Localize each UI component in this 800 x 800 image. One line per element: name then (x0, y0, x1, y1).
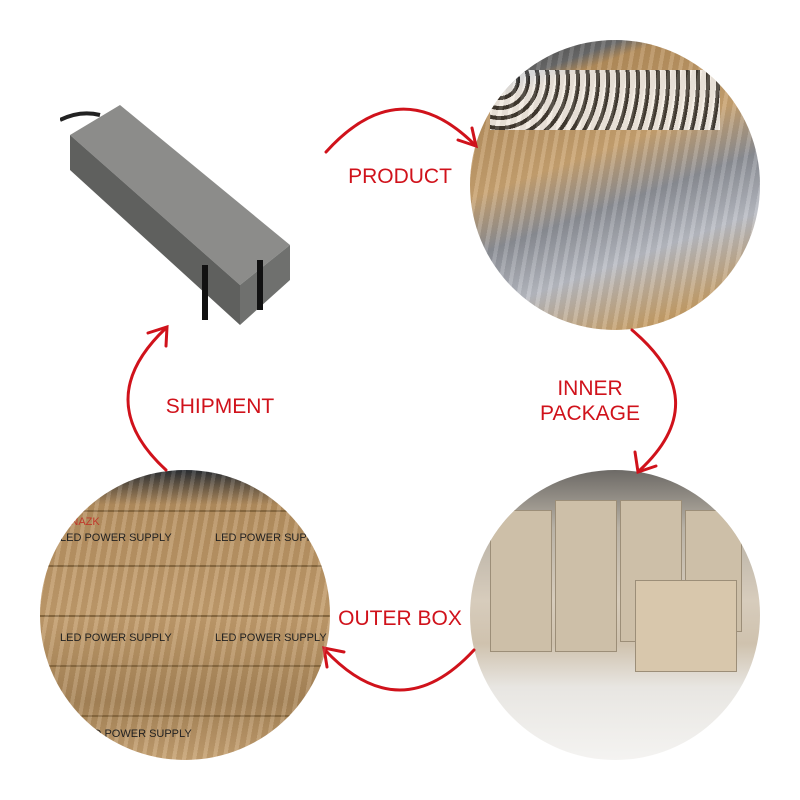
box-label: LED POWER SUPPLY (60, 532, 172, 544)
step-label-shipment: SHIPMENT (165, 395, 275, 418)
inner-boxes-photo (470, 470, 760, 760)
box-brand-text: BINAZK (60, 516, 100, 528)
box-label: LED POWER SUPPLY (80, 728, 192, 740)
box-label: LED POWER SUPPLY (60, 632, 172, 644)
step-label-product: PRODUCT (348, 165, 452, 188)
box-label: LED POWER SUPPLY (215, 632, 327, 644)
box-label: LED POWER SUPPLY (215, 532, 327, 544)
step-label-inner-line2: PACKAGE (540, 402, 640, 425)
arrow-inner-to-outer (630, 328, 677, 472)
arrow-shipment-to-product (126, 326, 168, 472)
step-label-outer-box: OUTER BOX (338, 607, 462, 630)
led-power-supply-image (60, 105, 290, 325)
step-label-inner-line1: INNER (557, 377, 623, 400)
arrow-outer-to-shipment (323, 648, 476, 692)
arrow-product-to-inner (324, 107, 477, 154)
